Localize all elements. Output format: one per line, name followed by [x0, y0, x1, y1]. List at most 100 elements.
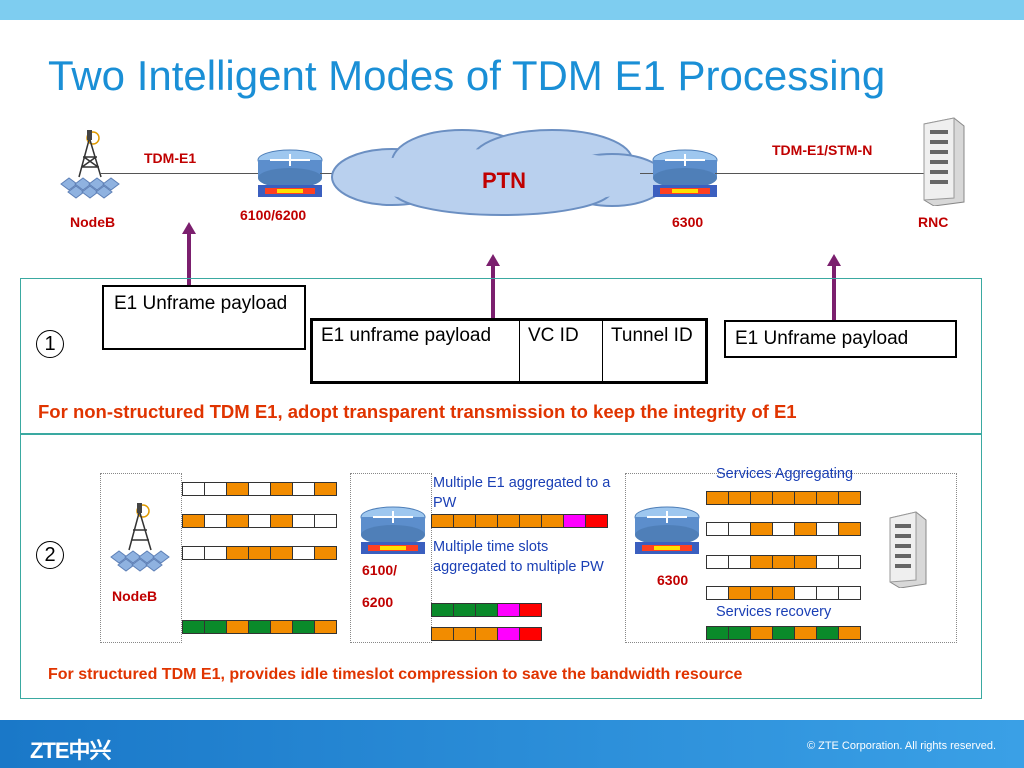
timeslot — [226, 620, 249, 634]
timeslot — [182, 620, 205, 634]
timeslot — [838, 522, 861, 536]
timeslot — [182, 482, 205, 496]
left-slot-row-3 — [182, 546, 337, 560]
right-slot-row-1 — [706, 491, 861, 505]
timeslot — [706, 522, 729, 536]
router-6100-icon — [257, 149, 323, 197]
timeslot — [794, 555, 817, 569]
multi-pw-text: Multiple time slots aggregated to multip… — [433, 539, 604, 575]
timeslot — [816, 491, 839, 505]
arrow-up-right — [827, 254, 841, 266]
timeslot — [541, 514, 564, 528]
timeslot — [431, 603, 454, 617]
timeslot — [750, 586, 773, 600]
timeslot — [292, 620, 315, 634]
timeslot — [270, 546, 293, 560]
ptn-cloud — [331, 129, 668, 216]
timeslot — [204, 482, 227, 496]
mode2-router-6300-icon — [634, 506, 700, 554]
mode1-panel — [20, 278, 982, 435]
timeslot — [314, 546, 337, 560]
timeslot — [314, 514, 337, 528]
timeslot — [772, 586, 795, 600]
timeslot — [292, 482, 315, 496]
timeslot — [816, 555, 839, 569]
mode2-number: 2 — [36, 541, 64, 569]
timeslot — [728, 491, 751, 505]
agg-pw-text: Multiple E1 aggregated to a PW — [433, 475, 611, 511]
mode2-note: For structured TDM E1, provides idle tim… — [48, 666, 743, 683]
timeslot — [270, 620, 293, 634]
mode2-nodeb-frame — [100, 473, 182, 643]
timeslot — [794, 491, 817, 505]
timeslot — [772, 491, 795, 505]
nodeb-tower-icon — [60, 130, 120, 199]
timeslot — [270, 514, 293, 528]
timeslot — [292, 546, 315, 560]
rnc-label: RNC — [918, 214, 949, 230]
zte-logo: ZTE中兴 — [30, 738, 112, 763]
timeslot — [816, 586, 839, 600]
timeslot — [750, 626, 773, 640]
timeslot — [519, 627, 542, 641]
mode2-rnc-server-icon — [889, 511, 927, 588]
timeslot — [248, 546, 271, 560]
mode1-number: 1 — [36, 330, 64, 358]
timeslot — [182, 514, 205, 528]
timeslot — [497, 603, 520, 617]
timeslot — [475, 627, 498, 641]
left-slot-row-2 — [182, 514, 337, 528]
timeslot — [292, 514, 315, 528]
timeslot — [204, 514, 227, 528]
timeslot — [314, 620, 337, 634]
timeslot — [706, 586, 729, 600]
timeslot — [563, 514, 586, 528]
timeslot — [838, 555, 861, 569]
mode2-router-left-frame — [350, 473, 432, 643]
services-recovery-label: Services recovery — [716, 604, 832, 620]
timeslot — [728, 626, 751, 640]
timeslot — [838, 586, 861, 600]
timeslot — [204, 620, 227, 634]
timeslot — [728, 586, 751, 600]
mode1-left-box: E1 Unframe payload — [102, 285, 306, 350]
timeslot — [838, 491, 861, 505]
left-slot-row-1 — [182, 482, 337, 496]
timeslot — [182, 546, 205, 560]
pw-small-row-1 — [431, 603, 542, 617]
left-slot-row-4 — [182, 620, 337, 634]
timeslot — [270, 482, 293, 496]
arrow-shaft-right — [832, 265, 836, 321]
nodeb-label: NodeB — [70, 214, 116, 230]
timeslot — [728, 555, 751, 569]
pw-slot-row — [431, 514, 608, 528]
timeslot — [226, 482, 249, 496]
tdm-e1-label: TDM-E1 — [144, 150, 197, 166]
timeslot — [706, 491, 729, 505]
right-slot-row-3 — [706, 555, 861, 569]
timeslot — [772, 522, 795, 536]
cell-vcid: VC ID — [519, 319, 603, 383]
timeslot — [204, 546, 227, 560]
cell-payload: E1 unframe payload — [311, 319, 520, 383]
timeslot — [248, 514, 271, 528]
timeslot — [772, 555, 795, 569]
mode2-right-frame — [625, 473, 957, 643]
router-6300-label: 6300 — [672, 214, 704, 230]
timeslot — [838, 626, 861, 640]
timeslot — [750, 522, 773, 536]
timeslot — [475, 514, 498, 528]
arrow-up-left — [182, 222, 196, 234]
timeslot — [248, 482, 271, 496]
router-6100-label: 6100/6200 — [240, 207, 307, 223]
mode2-panel — [20, 433, 982, 699]
timeslot — [226, 514, 249, 528]
timeslot — [519, 514, 542, 528]
pw-small-row-2 — [431, 627, 542, 641]
timeslot — [750, 491, 773, 505]
arrow-shaft-left — [187, 233, 191, 287]
timeslot — [314, 482, 337, 496]
ptn-label: PTN — [482, 168, 526, 193]
timeslot — [816, 522, 839, 536]
rnc-server-icon — [923, 117, 965, 206]
